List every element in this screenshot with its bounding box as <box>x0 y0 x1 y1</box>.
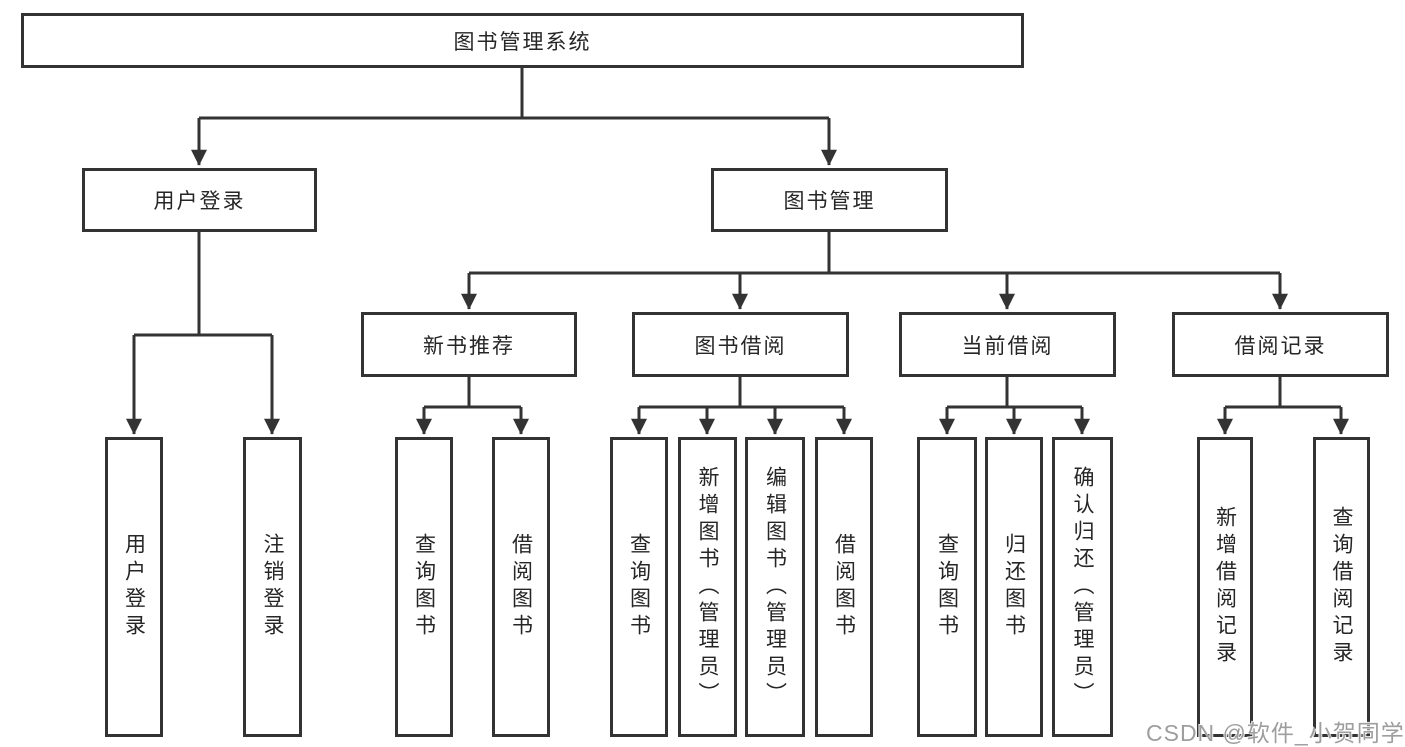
leaf-borrow-book: 借阅图书 <box>815 437 873 737</box>
leaf-borrow-edit-admin: 编辑图书（管理员） <box>745 437 805 737</box>
leaf-newbook-borrow-label: 借阅图书 <box>509 533 533 641</box>
leaf-current-return-label: 归还图书 <box>1002 533 1026 641</box>
node-book-management-label: 图书管理 <box>783 190 876 213</box>
leaf-newbook-query: 查询图书 <box>395 437 453 737</box>
node-borrow-records-label: 借阅记录 <box>1234 334 1327 358</box>
leaf-user-login: 用户登录 <box>105 437 163 737</box>
leaf-borrow-query-label: 查询图书 <box>627 533 651 641</box>
leaf-borrow-query: 查询图书 <box>610 437 668 737</box>
leaf-borrow-add-admin-label: 新增图书（管理员） <box>696 465 719 709</box>
node-book-borrow: 图书借阅 <box>632 312 849 377</box>
node-new-book-recommend: 新书推荐 <box>361 312 577 377</box>
leaf-current-confirm-admin-label: 确认归还（管理员） <box>1071 465 1094 709</box>
leaf-logout: 注销登录 <box>243 437 302 737</box>
leaf-record-query-label: 查询借阅记录 <box>1330 506 1353 668</box>
leaf-borrow-edit-admin-label: 编辑图书（管理员） <box>763 465 787 709</box>
leaf-user-login-label: 用户登录 <box>122 533 146 641</box>
leaf-current-return: 归还图书 <box>985 437 1043 737</box>
node-new-book-recommend-label: 新书推荐 <box>423 334 515 358</box>
node-root-label: 图书管理系统 <box>453 30 592 54</box>
node-root: 图书管理系统 <box>21 13 1024 68</box>
leaf-current-query-label: 查询图书 <box>935 533 959 641</box>
leaf-borrow-book-label: 借阅图书 <box>832 533 856 641</box>
node-borrow-records: 借阅记录 <box>1172 312 1389 377</box>
node-book-borrow-label: 图书借阅 <box>694 334 787 358</box>
leaf-current-confirm-admin: 确认归还（管理员） <box>1052 437 1113 737</box>
leaf-newbook-borrow: 借阅图书 <box>492 437 550 737</box>
leaf-record-add: 新增借阅记录 <box>1197 437 1253 737</box>
leaf-newbook-query-label: 查询图书 <box>412 533 436 641</box>
csdn-watermark: CSDN @软件_小贺同学 <box>1146 720 1405 746</box>
leaf-borrow-add-admin: 新增图书（管理员） <box>678 437 737 737</box>
node-user-login: 用户登录 <box>82 168 317 232</box>
leaf-logout-label: 注销登录 <box>261 533 284 641</box>
leaf-current-query: 查询图书 <box>917 437 977 737</box>
node-current-borrow: 当前借阅 <box>899 312 1116 377</box>
leaf-record-add-label: 新增借阅记录 <box>1213 506 1237 668</box>
node-user-login-label: 用户登录 <box>153 190 246 213</box>
node-book-management: 图书管理 <box>711 168 948 232</box>
leaf-record-query: 查询借阅记录 <box>1313 437 1370 737</box>
node-current-borrow-label: 当前借阅 <box>961 334 1054 358</box>
